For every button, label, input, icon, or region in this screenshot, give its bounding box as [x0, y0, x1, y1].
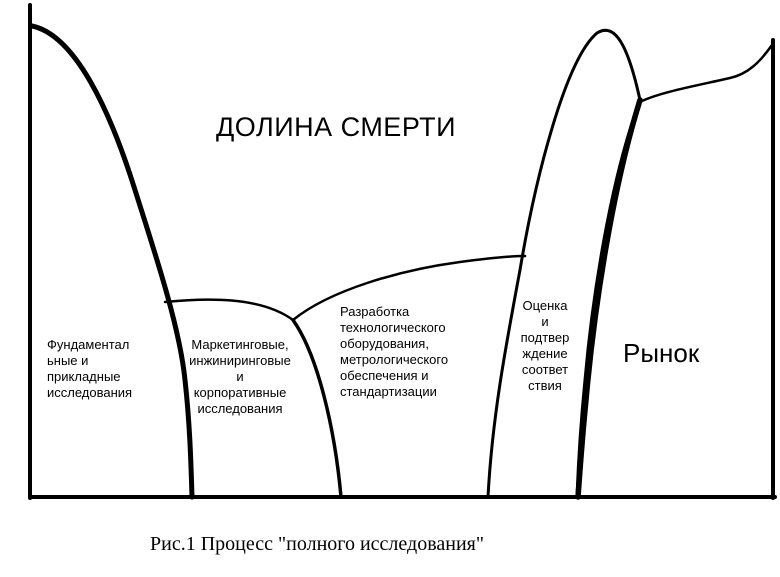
- conformity-assessment-label: Оценка и подтвер ждение соответ ствия: [520, 298, 570, 393]
- marketing-research-label: Маркетинговые, инжиниринговые и корпорат…: [189, 337, 291, 416]
- left-valley-wall: [29, 23, 195, 500]
- market-plateau-line: [638, 43, 774, 104]
- market-label: Рынок: [623, 338, 700, 368]
- figure-caption: Рис.1 Процесс "полного исследования": [150, 533, 485, 555]
- death-valley-title: ДОЛИНА СМЕРТИ: [216, 112, 457, 142]
- technology-development-label: Разработка технологического оборудования…: [340, 304, 449, 399]
- right-peak-inner-wall: [575, 97, 643, 500]
- fundamental-research-label: Фундаментал ьные и прикладные исследован…: [47, 337, 133, 400]
- marketing-region-top: [163, 298, 295, 322]
- right-peak-wall: [486, 28, 642, 499]
- marketing-technology-divider: [291, 318, 343, 499]
- technology-region-top: [291, 254, 527, 322]
